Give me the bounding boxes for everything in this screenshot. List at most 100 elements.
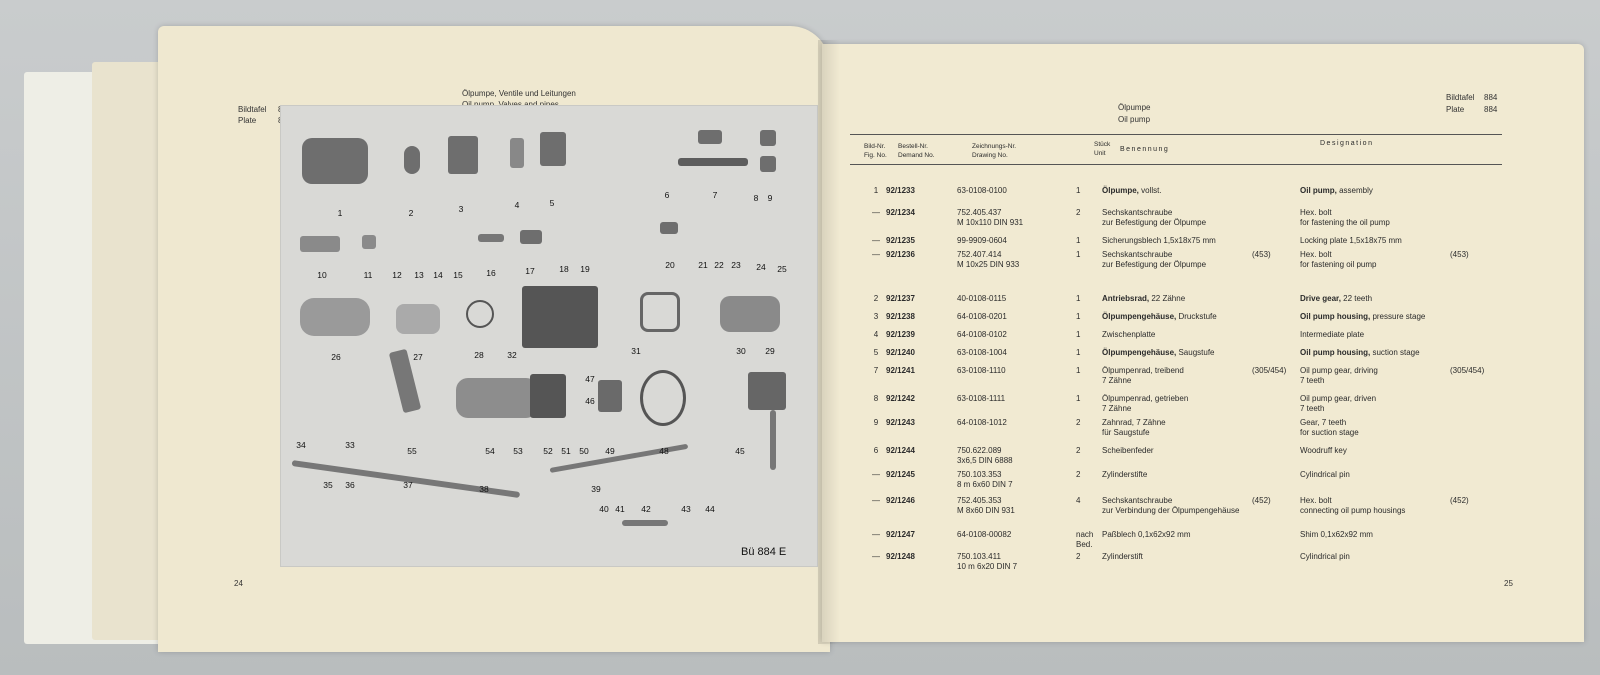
callout-46: 46 [585,396,595,406]
drawing-no: 750.103.353 8 m 6x60 DIN 7 [957,470,1013,489]
benennung-bold: Ölpumpengehäuse, [1102,348,1179,357]
quantity: 2 [1076,418,1081,427]
designation: Woodruff key [1300,446,1347,455]
callout-28: 28 [474,350,484,360]
callout-49: 49 [605,446,615,456]
title-en-right: Oil pump [1118,115,1151,124]
order-no: 92/1237 [886,294,915,303]
callout-47: 47 [585,374,595,384]
designation: Gear, 7 teeth for suction stage [1300,418,1359,437]
drawing-no: 63-0108-1110 [957,366,1006,375]
designation-bold: Oil pump housing, [1300,348,1373,357]
order-no: 92/1245 [886,470,915,479]
benennung: Antriebsrad, 22 Zähne [1102,294,1186,303]
designation: Hex. bolt for fastening the oil pump [1300,208,1390,227]
order-no: 92/1247 [886,530,915,539]
order-no: 92/1239 [886,330,915,339]
title-de-left: Ölpumpe, Ventile und Leitungen [462,89,576,98]
callout-19: 19 [580,264,590,274]
reference-en: (453) [1450,250,1469,259]
quantity: 1 [1076,236,1081,245]
quantity: 1 [1076,330,1081,339]
quantity: 2 [1076,446,1081,455]
header-drawing-en: Drawing No. [972,152,1008,159]
quantity: 2 [1076,208,1081,217]
quantity: 1 [1076,186,1081,195]
drawing-no: 752.405.437 M 10x110 DIN 931 [957,208,1024,227]
benennung: Sechskantschraube zur Verbindung der Ölp… [1102,496,1240,515]
order-no: 92/1248 [886,552,915,561]
callout-22: 22 [714,260,724,270]
quantity: 1 [1076,348,1081,357]
part-oil-pump [302,138,368,184]
fig-no: 9 [873,418,879,427]
order-no: 92/1241 [886,366,915,375]
callout-14: 14 [433,270,443,280]
quantity: 1 [1076,394,1081,403]
benennung-bold: Ölpumpe, [1102,186,1142,195]
drawing-no: 63-0108-0100 [957,186,1007,195]
designation: Cylindrical pin [1300,470,1350,479]
right-page [822,44,1584,642]
part-valve-housing [522,286,598,348]
order-no: 92/1246 [886,496,915,505]
part-plug [520,230,542,244]
benennung: Sechskantschraube zur Befestigung der Öl… [1102,208,1207,227]
fig-no: 2 [873,294,879,303]
part-filter-assembly [456,378,538,418]
callout-36: 36 [345,480,355,490]
part-gear-small [698,130,722,144]
drawing-no: 752.407.414 M 10x25 DIN 933 [957,250,1020,269]
plate-label-left: Plate [238,116,257,125]
plate-number-right-1: 884 [1484,93,1498,102]
drawing-no: 64-0108-0102 [957,330,1007,339]
header-drawing: Zeichnungs-Nr. Drawing No. [972,142,1016,160]
designation: Oil pump gear, driving 7 teeth [1300,366,1378,385]
designation: Oil pump housing, pressure stage [1300,312,1426,321]
reference-de: (452) [1252,496,1271,505]
bildtafel-label-left: Bildtafel [238,105,267,114]
callout-26: 26 [331,352,341,362]
drawing-no: 99-9909-0604 [957,236,1007,245]
drawing-no: 63-0108-1004 [957,348,1007,357]
benennung: Ölpumpe, vollst. [1102,186,1162,195]
order-no: 92/1233 [886,186,915,195]
callout-50: 50 [579,446,589,456]
benennung: Zylinderstift [1102,552,1143,561]
drawing-no: 750.622.089 3x6,5 DIN 6888 [957,446,1013,465]
fig-no: — [872,250,880,259]
drawing-no: 64-0108-00082 [957,530,1012,539]
callout-54: 54 [485,446,495,456]
designation: Locking plate 1,5x18x75 mm [1300,236,1402,245]
fig-no: 5 [873,348,879,357]
callout-23: 23 [731,260,741,270]
benennung: Ölpumpenrad, getrieben 7 Zähne [1102,394,1189,413]
quantity: 1 [1076,312,1081,321]
callout-42: 42 [641,504,651,514]
callout-44: 44 [705,504,715,514]
header-order-en: Demand No. [898,152,935,159]
benennung: Ölpumpenrad, treibend 7 Zähne [1102,366,1184,385]
designation: Oil pump gear, driven 7 teeth [1300,394,1377,413]
part-plate [510,138,524,168]
benennung: Zwischenplatte [1102,330,1156,339]
order-no: 92/1238 [886,312,915,321]
plate-number-right-2: 884 [1484,105,1498,114]
fig-no: 4 [873,330,879,339]
part-spring [478,234,504,242]
callout-16: 16 [486,268,496,278]
title-en-left: Oil pump, Valves and pipes [462,99,559,110]
callout-35: 35 [323,480,333,490]
fig-no: — [872,236,880,245]
callout-48: 48 [659,446,669,456]
callout-13: 13 [414,270,424,280]
part-valve-block [530,374,566,418]
callout-51: 51 [561,446,571,456]
callout-1: 1 [337,208,343,218]
header-fig-de: Bild-Nr. [864,143,886,150]
reference-de: (453) [1252,250,1271,259]
fig-no: 6 [873,446,879,455]
part-flange [598,380,622,412]
photo-code: Bü 884 E [741,546,787,558]
drawing-no: 40-0108-0115 [957,294,1007,303]
